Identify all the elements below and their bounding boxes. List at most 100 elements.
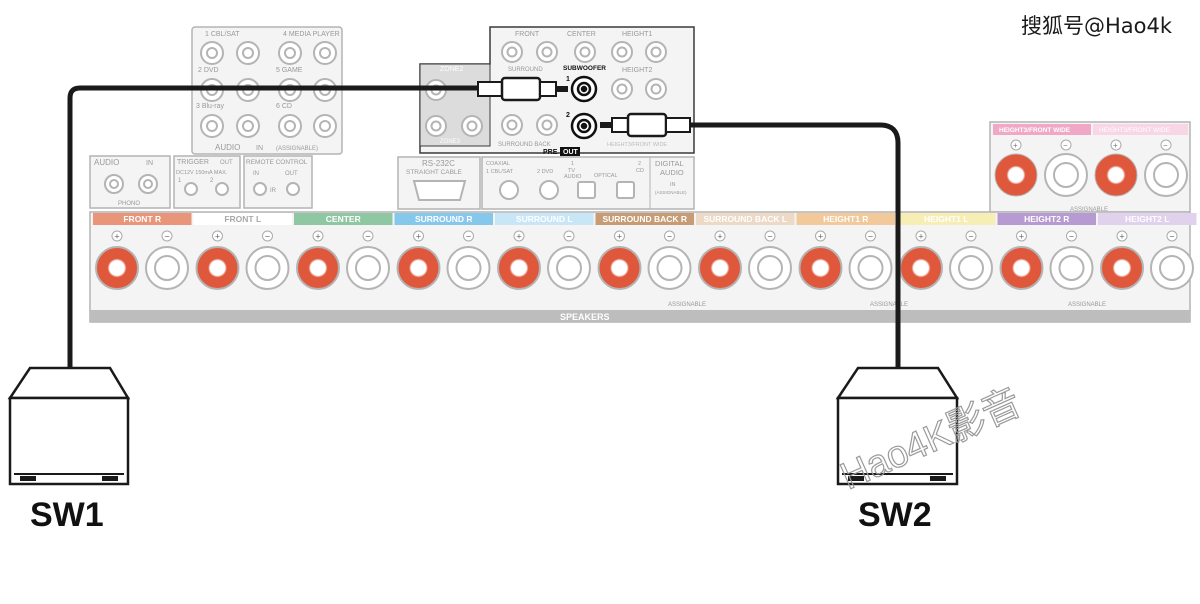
negative-terminal-inner [857, 255, 884, 281]
preout-sw2-number: 2 [566, 112, 570, 119]
rs232c-panel: RS-232C STRAIGHT CABLE [397, 156, 481, 210]
speaker-group-label: SURROUND L [516, 214, 573, 224]
speaker-group-bar [796, 213, 895, 225]
polarity-sign: − [466, 232, 471, 242]
audio-in-row1-label-b: 4 MEDIA PLAYER [283, 31, 340, 38]
speaker-group-label: HEIGHT1 L [924, 214, 968, 224]
negative-sign [865, 230, 876, 242]
subwoofer-2 [835, 366, 960, 486]
preout-height1-label: HEIGHT1 [622, 31, 652, 38]
negative-terminal-inner [958, 255, 984, 281]
positive-terminal [999, 246, 1044, 290]
speaker-group-bar [696, 213, 795, 225]
subwoofer-1 [7, 366, 131, 486]
negative-terminal-inner [455, 255, 482, 281]
negative-terminal-inner [1058, 255, 1085, 281]
positive-terminal [497, 246, 541, 290]
speakers-title: SPEAKERS [560, 312, 610, 322]
digital-coaxial: COAXIAL [486, 161, 510, 167]
polarity-sign: + [416, 232, 421, 242]
rs232c-sub: STRAIGHT CABLE [406, 169, 463, 176]
sw2-label: SW2 [858, 496, 932, 534]
preout-surround-label: SURROUND [508, 67, 543, 73]
sw2-cable [690, 122, 901, 368]
polarity-sign: + [918, 232, 923, 242]
preout-front-label: FRONT [515, 31, 540, 38]
phono-panel: AUDIO IN PHONO [89, 155, 171, 209]
digital-title2: AUDIO [660, 168, 684, 177]
speaker-group-label: SURROUND R [415, 214, 473, 224]
sw1-cable [67, 85, 480, 368]
speakers-assignable-3: ASSIGNABLE [1068, 302, 1106, 308]
polarity-sign: − [968, 232, 973, 242]
sw2-rca-plug [600, 112, 691, 138]
negative-terminal-inner [154, 255, 180, 281]
speaker-group-bar [495, 213, 594, 225]
polarity-sign: + [114, 232, 119, 242]
sw1-rca-plug [477, 76, 568, 102]
polarity-sign: + [1119, 232, 1124, 242]
audio-in-row2-label-b: 5 GAME [276, 67, 303, 74]
speakers-panel: SPEAKERS ASSIGNABLE ASSIGNABLE ASSIGNABL… [89, 211, 1197, 323]
svg-text:−: − [1163, 141, 1168, 150]
digital-in: IN [670, 182, 676, 188]
polarity-sign: + [1019, 232, 1024, 242]
digital-tv1: 1 [571, 161, 574, 167]
negative-terminal-inner [556, 255, 582, 281]
speaker-group-bar [93, 213, 192, 225]
svg-text:+: + [1113, 141, 1118, 150]
trigger-ch1: 1 [178, 178, 182, 184]
front-wide-l-label: HEIGHT3/FRONT WIDE [1099, 127, 1171, 134]
trigger-title: TRIGGER [177, 159, 209, 166]
trigger-ch2: 2 [210, 178, 214, 184]
digital-tv: TV [568, 168, 575, 174]
phono-in: IN [146, 160, 153, 167]
positive-sign [1116, 230, 1128, 242]
positive-sign [111, 230, 123, 242]
preout-sw1-number: 1 [566, 76, 570, 83]
rs232c-title: RS-232C [422, 159, 455, 168]
preout-zone3-label: ZONE3 [440, 139, 461, 145]
positive-terminal [798, 246, 843, 290]
front-wide-assignable: ASSIGNABLE [1070, 207, 1108, 213]
positive-terminal [195, 246, 240, 290]
positive-sign [915, 230, 927, 242]
polarity-sign: + [617, 232, 622, 242]
audio-in-row2-label-a: 2 DVD [198, 67, 219, 74]
negative-sign [362, 230, 374, 242]
positive-terminal [296, 246, 340, 290]
digital-optical: OPTICAL [594, 173, 618, 179]
positive-terminal [1100, 246, 1144, 290]
speaker-group-bar [193, 213, 292, 225]
polarity-sign: + [717, 232, 722, 242]
digital-panel: COAXIAL 1 CBL/SAT 2 DVD 1 TV AUDIO OPTIC… [481, 156, 695, 210]
remote-ir: IR [270, 188, 277, 194]
audio-in-in-label: IN [256, 145, 263, 152]
positive-terminal [698, 246, 742, 290]
positive-sign [413, 230, 424, 242]
trigger-panel: TRIGGER OUT DC12V 150mA MAX. 1 2 [173, 155, 241, 209]
negative-sign [664, 230, 675, 242]
polarity-sign: − [365, 232, 370, 242]
preout-front-wide-label: HEIGHT3/FRONT WIDE [607, 142, 667, 148]
speaker-group-bar [595, 213, 694, 225]
negative-terminal-inner [254, 255, 281, 281]
speaker-group-bar [997, 213, 1096, 225]
speaker-group-bar [294, 213, 393, 225]
digital-cbl: 1 CBL/SAT [486, 169, 514, 175]
remote-out: OUT [285, 171, 298, 177]
speakers-assignable-1: ASSIGNABLE [668, 302, 706, 308]
negative-terminal-inner [757, 255, 783, 281]
speaker-group-label: FRONT L [224, 214, 261, 224]
audio-in-row3-label-a: 3 Blu-ray [196, 103, 225, 110]
front-wide-panel: HEIGHT3/FRONT WIDE HEIGHT3/FRONT WIDE AS… [989, 121, 1191, 213]
positive-sign [1016, 230, 1027, 242]
positive-terminal [396, 246, 441, 290]
preout-out-label: OUT [563, 149, 579, 156]
digital-title: DIGITAL [655, 159, 684, 168]
positive-terminal [597, 246, 642, 290]
svg-text:+: + [1013, 141, 1018, 150]
speaker-group-label: SURROUND BACK L [703, 214, 787, 224]
negative-terminal-inner [1159, 255, 1185, 281]
audio-in-row1-label-a: 1 CBL/SAT [205, 31, 240, 38]
